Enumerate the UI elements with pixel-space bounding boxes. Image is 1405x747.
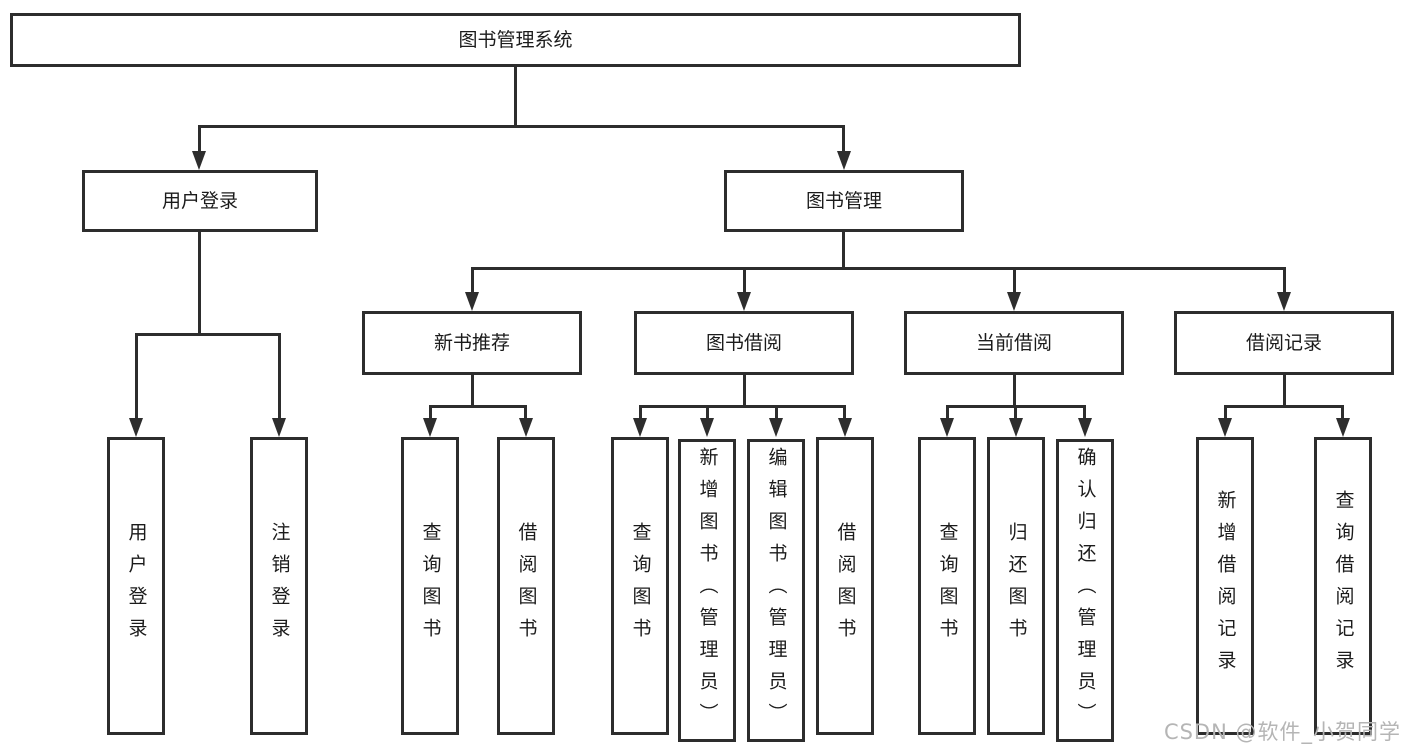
node-root-label: 图书管理系统 (458, 28, 573, 51)
connector-line (514, 67, 517, 127)
connector-line (842, 232, 845, 269)
arrowhead-down-icon (1078, 418, 1092, 437)
node-label: 用户登录 (161, 189, 238, 212)
connector-line (1013, 375, 1016, 407)
leaf-label: 新增图书（管理员） (696, 446, 719, 735)
connector-line (775, 405, 778, 421)
connector-line (524, 405, 527, 421)
arrowhead-down-icon (737, 292, 751, 311)
leaf-label: 确认归还（管理员） (1074, 446, 1097, 735)
node-book-borrowing: 图书借阅 (634, 311, 854, 375)
connector-line (198, 125, 201, 153)
leaf-label: 查询借阅记录 (1332, 490, 1355, 682)
leaf-label: 查询图书 (936, 522, 959, 650)
connector-line (1014, 405, 1017, 421)
leaf-return-books: 归还图书 (987, 437, 1045, 735)
connector-line (639, 405, 642, 421)
leaf-query-borrow-record: 查询借阅记录 (1314, 437, 1372, 735)
connector-line (842, 125, 845, 153)
connector-line (1224, 405, 1344, 408)
leaf-label: 借阅图书 (515, 522, 538, 650)
node-user-login: 用户登录 (82, 170, 318, 232)
leaf-borrow-books: 借阅图书 (816, 437, 874, 735)
connector-line (198, 125, 845, 128)
connector-line (1283, 267, 1286, 294)
arrowhead-down-icon (1336, 418, 1350, 437)
arrowhead-down-icon (700, 418, 714, 437)
arrowhead-down-icon (838, 418, 852, 437)
leaf-label: 借阅图书 (834, 522, 857, 650)
connector-line (1083, 405, 1086, 421)
connector-line (843, 405, 846, 421)
node-label: 当前借阅 (975, 331, 1052, 354)
node-label: 新书推荐 (433, 331, 510, 354)
arrowhead-down-icon (519, 418, 533, 437)
leaf-query-books-recommend: 查询图书 (401, 437, 459, 735)
connector-line (429, 405, 527, 408)
leaf-label: 注销登录 (268, 522, 291, 650)
connector-line (706, 405, 709, 421)
arrowhead-down-icon (423, 418, 437, 437)
connector-line (1283, 375, 1286, 407)
leaf-confirm-return-admin: 确认归还（管理员） (1056, 439, 1114, 742)
node-borrow-records: 借阅记录 (1174, 311, 1394, 375)
node-current-borrowing: 当前借阅 (904, 311, 1124, 375)
arrowhead-down-icon (837, 151, 851, 170)
leaf-label: 查询图书 (419, 522, 442, 650)
connector-line (135, 333, 281, 336)
node-book-management: 图书管理 (724, 170, 964, 232)
arrowhead-down-icon (940, 418, 954, 437)
leaf-user-login: 用户登录 (107, 437, 165, 735)
arrowhead-down-icon (1007, 292, 1021, 311)
arrowhead-down-icon (1009, 418, 1023, 437)
connector-line (639, 405, 846, 408)
connector-line (135, 333, 138, 421)
watermark: CSDN @软件_小贺同学 (1163, 720, 1401, 744)
node-label: 借阅记录 (1245, 331, 1322, 354)
connector-line (471, 375, 474, 407)
arrowhead-down-icon (769, 418, 783, 437)
connector-line (198, 232, 201, 335)
connector-line (743, 375, 746, 407)
leaf-add-books-admin: 新增图书（管理员） (678, 439, 736, 742)
leaf-label: 用户登录 (125, 522, 148, 650)
node-label: 图书借阅 (705, 331, 782, 354)
connector-line (1341, 405, 1344, 421)
node-new-book-recommend: 新书推荐 (362, 311, 582, 375)
leaf-label: 归还图书 (1005, 522, 1028, 650)
arrowhead-down-icon (465, 292, 479, 311)
leaf-label: 编辑图书（管理员） (765, 446, 788, 735)
leaf-query-books-current: 查询图书 (918, 437, 976, 735)
leaf-add-borrow-record: 新增借阅记录 (1196, 437, 1254, 735)
leaf-label: 查询图书 (629, 522, 652, 650)
leaf-label: 新增借阅记录 (1214, 490, 1237, 682)
connector-line (946, 405, 949, 421)
arrowhead-down-icon (192, 151, 206, 170)
arrowhead-down-icon (633, 418, 647, 437)
connector-line (471, 267, 1285, 270)
leaf-query-books-borrowing: 查询图书 (611, 437, 669, 735)
leaf-logout: 注销登录 (250, 437, 308, 735)
connector-line (743, 267, 746, 294)
arrowhead-down-icon (1277, 292, 1291, 311)
node-label: 图书管理 (805, 189, 882, 212)
leaf-edit-books-admin: 编辑图书（管理员） (747, 439, 805, 742)
arrowhead-down-icon (1218, 418, 1232, 437)
connector-line (1013, 267, 1016, 294)
connector-line (1224, 405, 1227, 421)
arrowhead-down-icon (272, 418, 286, 437)
node-root-system: 图书管理系统 (10, 13, 1021, 67)
arrowhead-down-icon (129, 418, 143, 437)
connector-line (429, 405, 432, 421)
connector-line (278, 333, 281, 421)
connector-line (471, 267, 474, 294)
leaf-borrow-books-recommend: 借阅图书 (497, 437, 555, 735)
